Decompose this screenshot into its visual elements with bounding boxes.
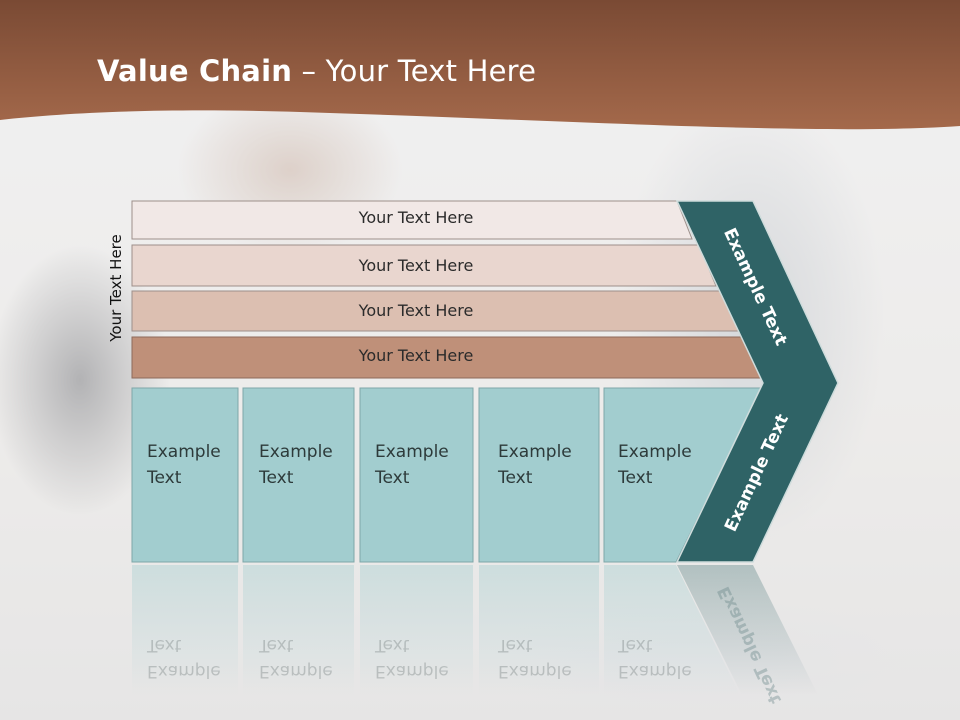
cell-label-3-line1: Example: [375, 442, 449, 462]
cell-label-1-line2: Text: [147, 468, 182, 488]
cell-box-1: [131, 387, 239, 563]
margin-chevron: [675, 200, 839, 563]
row-label-2: Your Text Here: [358, 256, 474, 275]
cell-box-4: [478, 387, 600, 563]
cell-label-4-line2: Text: [498, 468, 533, 488]
row-label-4: Your Text Here: [358, 346, 474, 365]
row-label-3: Your Text Here: [358, 301, 474, 320]
cell-box-5: [603, 387, 763, 563]
cell-box-2: [242, 387, 355, 563]
chevron-reflection: [677, 565, 818, 695]
cell-label-2-line2: Text: [259, 468, 294, 488]
row-bar-2: [131, 244, 717, 287]
title-rest: – Your Text Here: [292, 54, 537, 88]
page-title: Value Chain – Your Text Here: [97, 54, 536, 88]
cell-label-5-line2: Text: [618, 468, 653, 488]
cell-reflection-1: [132, 565, 238, 695]
cell-label-2-line1: Example: [259, 442, 333, 462]
cell-label-4-line1: Example: [498, 442, 572, 462]
cell-box-3: [359, 387, 474, 563]
cell-reflection-5: [604, 565, 740, 695]
cell-reflection-3: [360, 565, 473, 695]
side-label: Your Text Here: [107, 234, 125, 342]
header-banner: [0, 0, 960, 130]
row-label-1: Your Text Here: [358, 208, 474, 227]
cell-label-3-line2: Text: [375, 468, 410, 488]
row-bar-1: [131, 200, 693, 240]
title-bold: Value Chain: [97, 54, 293, 88]
cell-label-1-line1: Example: [147, 442, 221, 462]
cell-label-5-line1: Example: [618, 442, 692, 462]
cell-reflection-2: [243, 565, 354, 695]
cell-reflection-4: [479, 565, 599, 695]
